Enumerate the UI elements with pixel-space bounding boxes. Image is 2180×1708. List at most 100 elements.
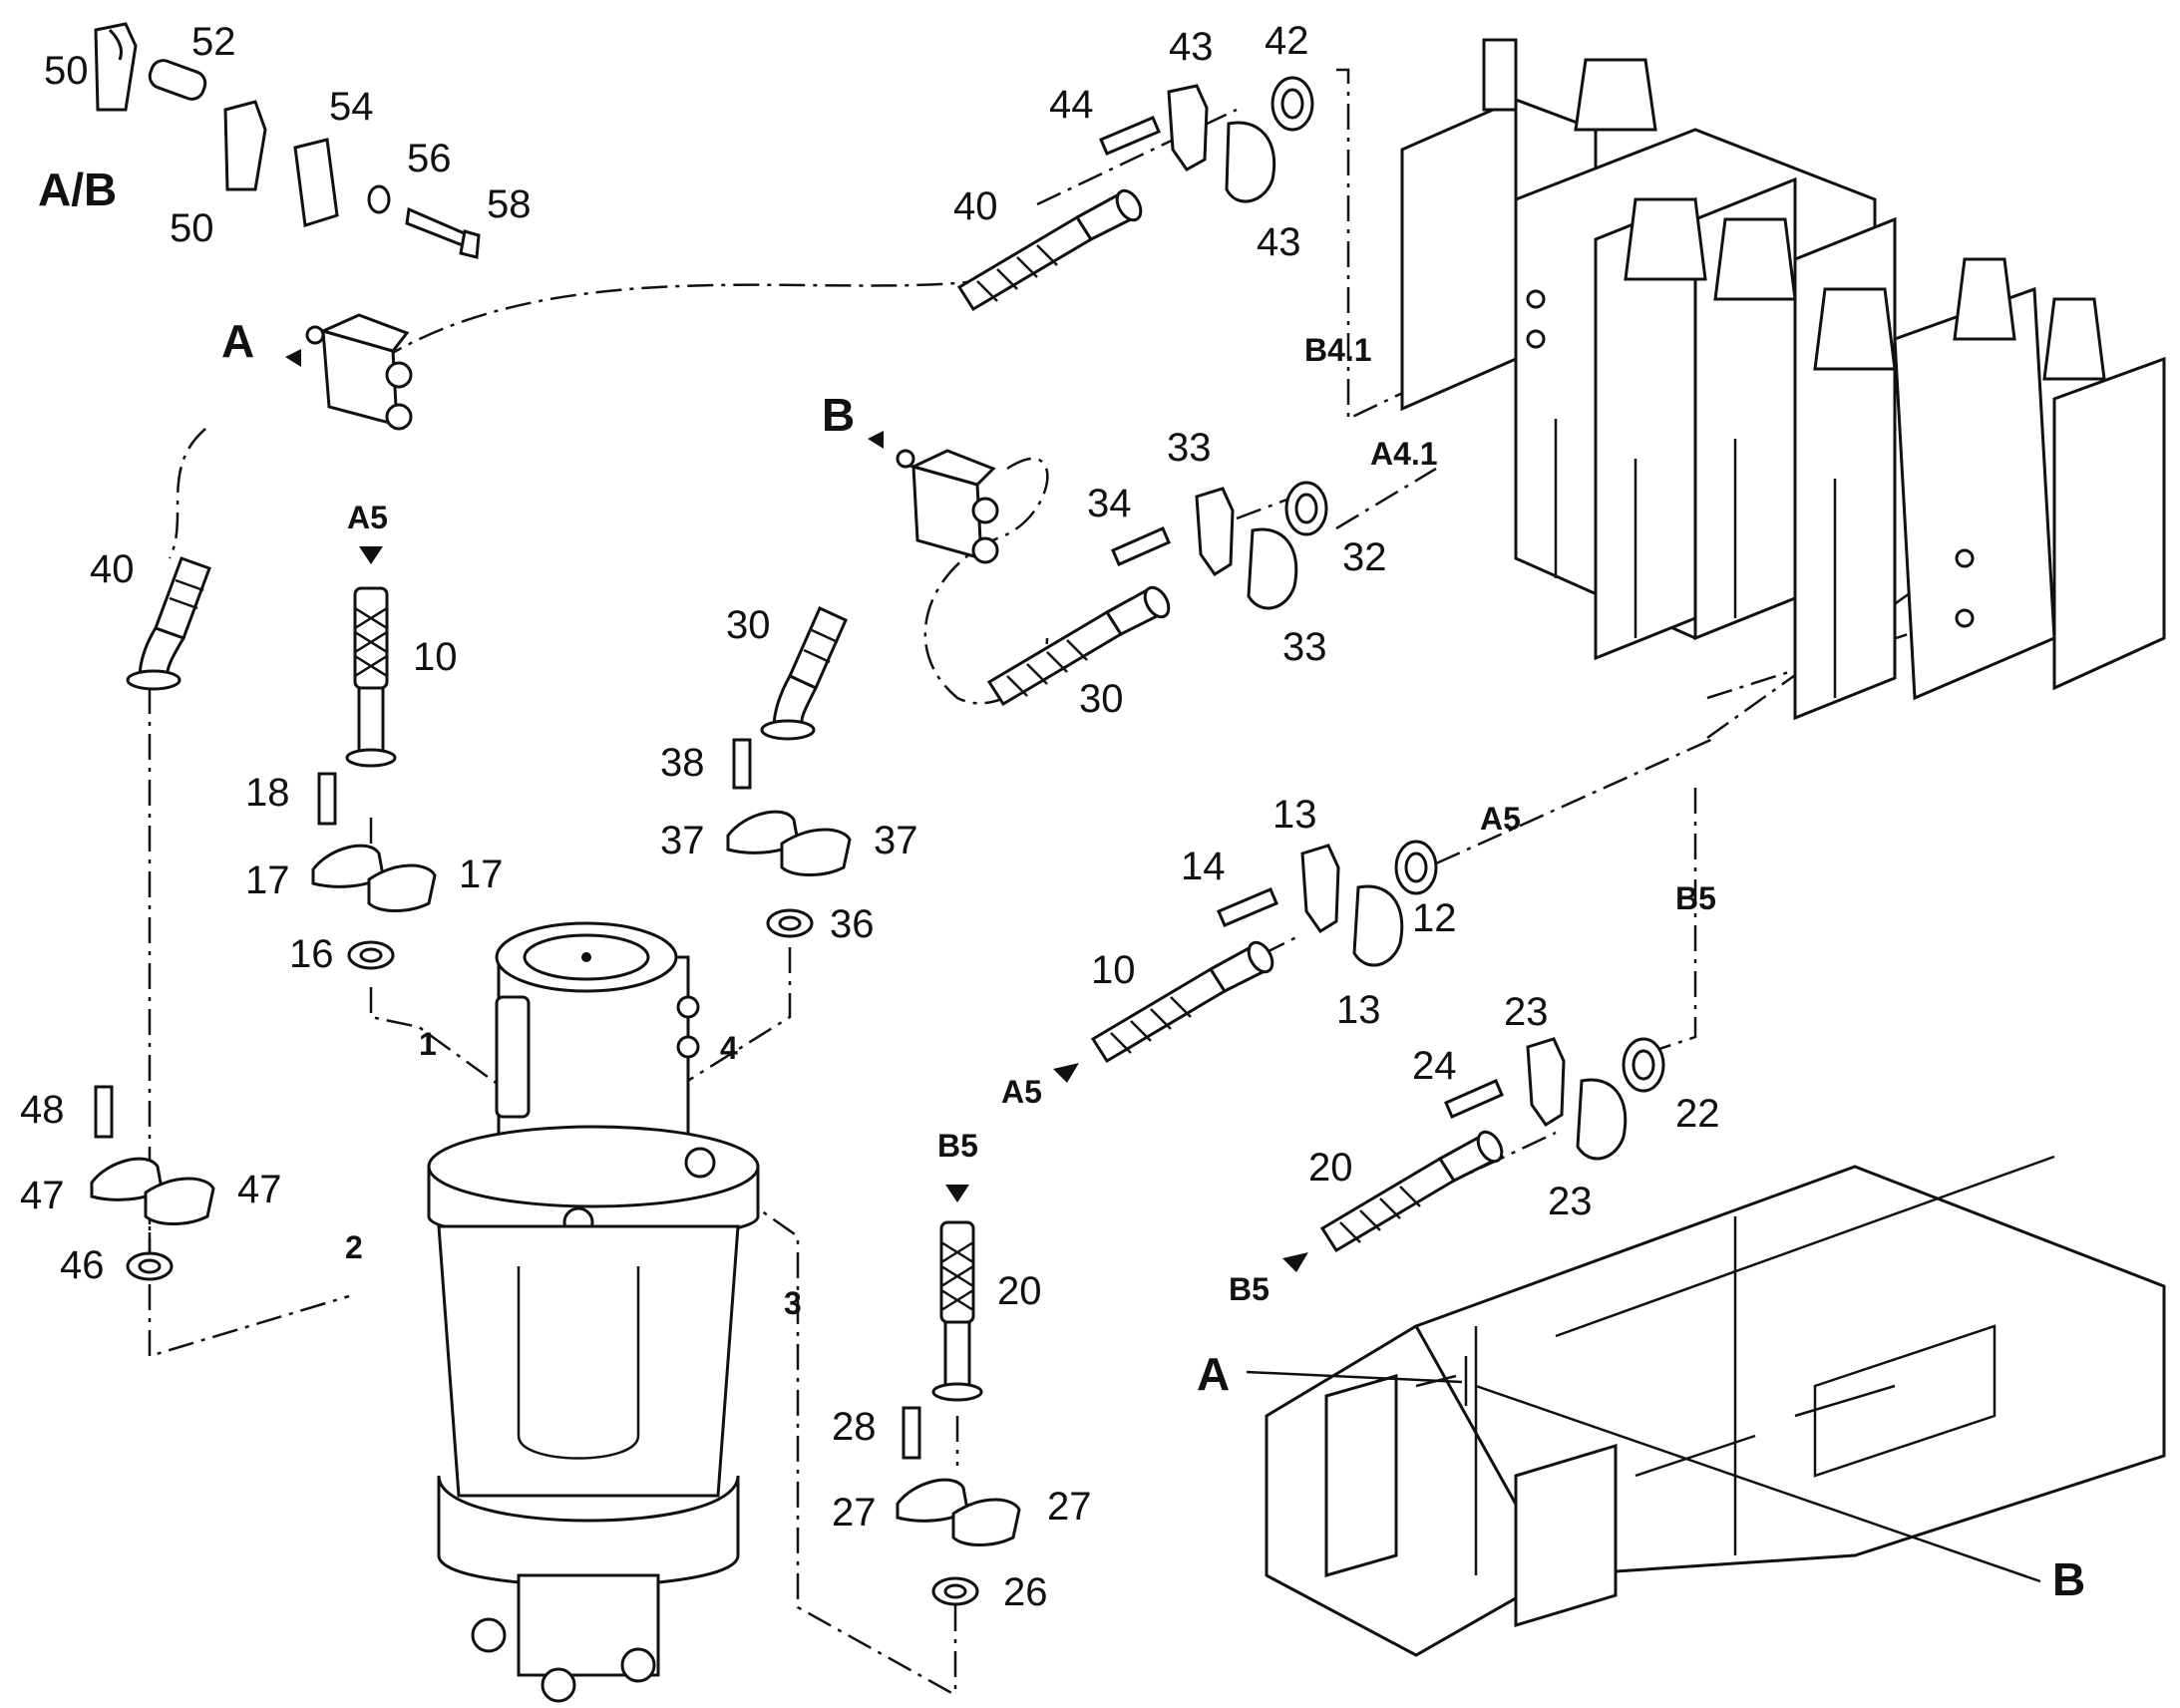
flange-half-47-left [90, 1157, 164, 1201]
callout-n47b: 47 [237, 1168, 282, 1211]
callout-n17a: 17 [245, 858, 290, 902]
flange-half-43-upper [1167, 84, 1209, 171]
washer-56 [367, 184, 391, 214]
port-label-A_frame: A [1197, 1348, 1230, 1400]
callout-n17b: 17 [459, 853, 504, 896]
bolt-28 [902, 1406, 921, 1460]
port-label-c4: 4 [720, 1030, 738, 1066]
callout-n33b: 33 [1282, 625, 1327, 669]
flange-half-23-lower [1576, 1078, 1628, 1161]
clamp-assembly-ab [94, 22, 481, 259]
callout-n30a: 30 [1079, 677, 1124, 721]
chassis-frame [1246, 1155, 2166, 1657]
port-label-B5_top: B5 [937, 1128, 978, 1164]
hose-20-diagonal [1282, 1037, 1665, 1272]
callout-n43b: 43 [1257, 220, 1301, 264]
flange-half-37-right [780, 828, 852, 876]
flange-half-17-right [367, 863, 437, 912]
flange-half-23-upper [1526, 1037, 1566, 1128]
callout-n40b: 40 [90, 547, 135, 591]
sleeve-52 [148, 59, 207, 101]
flange-half-33-upper [1195, 487, 1235, 577]
flange-half-33-lower [1247, 527, 1298, 610]
callout-n20b: 20 [997, 1269, 1042, 1313]
hose-40-elbow [126, 556, 211, 691]
arrow-a-icon [285, 349, 301, 367]
bolt-48 [94, 1085, 114, 1139]
callout-n48: 48 [20, 1088, 65, 1132]
callout-n23a: 23 [1504, 990, 1549, 1034]
callout-n54: 54 [329, 85, 374, 129]
flange-half-27-left [896, 1478, 969, 1523]
callout-n13a: 13 [1272, 793, 1317, 837]
port-label-B_mid: B [822, 389, 855, 441]
flange-half-43-lower [1225, 121, 1276, 203]
flange-half-47-right [144, 1177, 215, 1225]
port-label-B5_left: B5 [1229, 1271, 1270, 1307]
hose-40-upper [956, 76, 1314, 312]
callout-n24: 24 [1412, 1044, 1457, 1088]
port-label-B5_right: B5 [1675, 880, 1716, 916]
clamp-a-block [285, 313, 413, 431]
callout-n27b: 27 [1047, 1485, 1092, 1529]
callout-n18: 18 [245, 771, 290, 815]
callout-n58: 58 [487, 182, 532, 226]
flange-half-27-right [951, 1498, 1021, 1546]
bolt-24 [1444, 1079, 1504, 1119]
callout-n33a: 33 [1167, 426, 1212, 470]
flange-47-set [90, 1085, 215, 1281]
arrow-down-a5-icon [359, 546, 383, 564]
callout-n43a: 43 [1169, 25, 1214, 69]
callout-n10b: 10 [1091, 948, 1136, 992]
port-label-A5_left: A5 [1001, 1074, 1042, 1110]
callout-n13b: 13 [1336, 988, 1381, 1032]
port-label-c2: 2 [345, 1229, 363, 1265]
flange-half-13-upper [1300, 844, 1340, 934]
bolt-44 [1099, 116, 1161, 156]
hose-20-vertical [896, 1185, 1021, 1606]
callout-n32: 32 [1342, 535, 1387, 579]
callout-n34: 34 [1087, 482, 1132, 525]
callout-n40a: 40 [953, 184, 998, 228]
clamp-half-50-upper [94, 22, 138, 112]
flange-half-17-left [311, 844, 385, 888]
callout-n14: 14 [1181, 845, 1226, 888]
callout-n37b: 37 [874, 819, 918, 862]
arrow-b5-left-icon [1282, 1252, 1308, 1272]
callout-n50b: 50 [170, 206, 214, 250]
bolt-38 [732, 738, 752, 790]
hose-30-elbow [726, 605, 852, 938]
port-label-A41: A4.1 [1370, 436, 1438, 472]
bolt-18 [317, 772, 337, 826]
port-label-c1: 1 [419, 1026, 437, 1062]
port-label-A5_top: A5 [347, 500, 388, 535]
plate-54 [293, 138, 339, 227]
callout-n20a: 20 [1308, 1146, 1353, 1190]
callout-n44: 44 [1049, 83, 1094, 127]
hose-30-mid [986, 481, 1328, 707]
callout-n23b: 23 [1548, 1180, 1593, 1223]
clamp-half-50-lower [223, 100, 267, 191]
callout-n56: 56 [407, 137, 452, 180]
callout-n26: 26 [1003, 1570, 1048, 1614]
port-label-c3: 3 [784, 1285, 802, 1321]
hose-10-diagonal [1053, 840, 1438, 1083]
port-label-A5_right: A5 [1480, 801, 1521, 837]
clamp-b-block [868, 431, 999, 564]
callout-n46: 46 [60, 1243, 105, 1287]
callout-n47a: 47 [20, 1174, 65, 1217]
callout-n52: 52 [191, 20, 236, 64]
callout-n28: 28 [832, 1405, 877, 1449]
arrow-b-icon [868, 431, 884, 449]
port-label-A_top: A [221, 315, 254, 367]
callout-n22: 22 [1675, 1092, 1720, 1136]
flange-half-13-lower [1352, 884, 1404, 967]
callout-n50a: 50 [44, 49, 89, 93]
callout-n30b: 30 [726, 603, 771, 647]
port-label-B41: B4.1 [1304, 332, 1372, 368]
rotary-joint [427, 921, 760, 1703]
callout-n37a: 37 [660, 819, 705, 862]
